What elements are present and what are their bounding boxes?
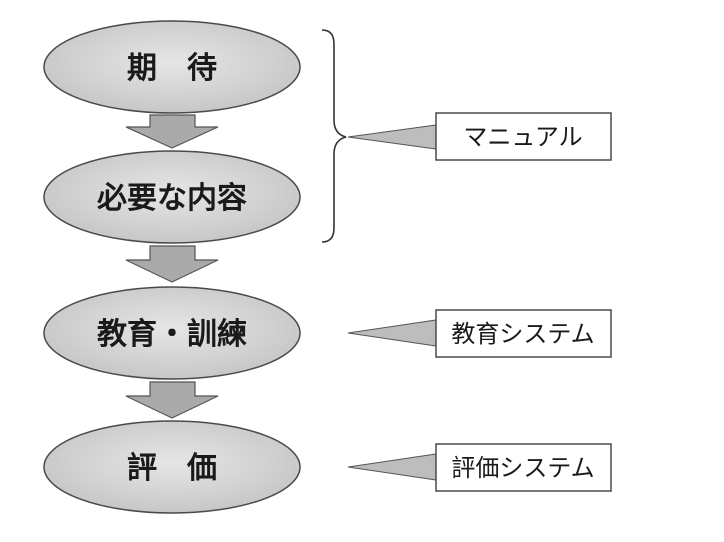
box-evaluation-system: 評価システム bbox=[435, 443, 612, 492]
box-frame bbox=[435, 309, 612, 358]
box-frame bbox=[435, 112, 612, 161]
stage-ellipse bbox=[43, 286, 301, 380]
pointer-wedge bbox=[347, 453, 437, 481]
box-label: 教育システム bbox=[451, 320, 594, 348]
stage-ellipse bbox=[43, 20, 301, 114]
stage-label: 評 価 bbox=[127, 451, 217, 486]
curly-brace bbox=[321, 29, 347, 243]
box-label: 評価システム bbox=[451, 454, 594, 482]
box-label: マニュアル bbox=[463, 123, 582, 151]
stage-label: 期 待 bbox=[127, 51, 217, 86]
stage-ellipse bbox=[43, 420, 301, 514]
down-arrow bbox=[125, 114, 219, 149]
stage-label: 必要な内容 bbox=[97, 181, 247, 216]
stage-evaluation: 評 価 bbox=[43, 420, 301, 514]
down-arrow bbox=[125, 381, 219, 419]
stage-education-training: 教育・訓練 bbox=[43, 286, 301, 380]
stage-label: 教育・訓練 bbox=[97, 317, 247, 352]
stage-ellipse bbox=[43, 150, 301, 244]
box-education-system: 教育システム bbox=[435, 309, 612, 358]
down-arrow bbox=[125, 245, 219, 283]
pointer-wedge bbox=[347, 319, 437, 347]
stage-required-content: 必要な内容 bbox=[43, 150, 301, 244]
pointer-wedge bbox=[347, 124, 437, 150]
stage-expectation: 期 待 bbox=[43, 20, 301, 114]
box-manual: マニュアル bbox=[435, 112, 612, 161]
box-frame bbox=[435, 443, 612, 492]
